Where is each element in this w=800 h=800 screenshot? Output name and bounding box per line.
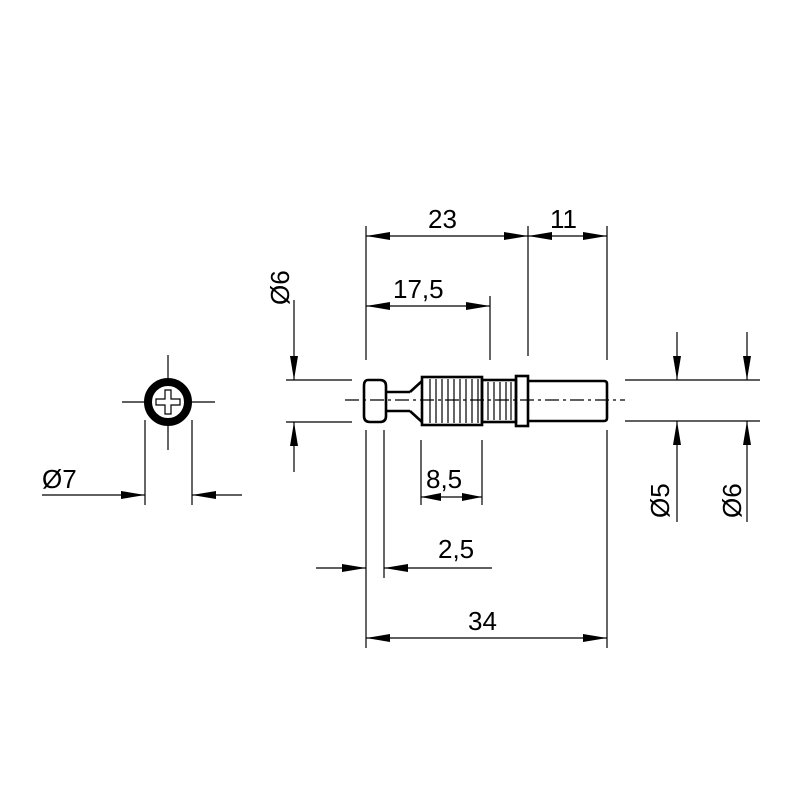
pin-head <box>362 378 388 424</box>
pin-knurl-body <box>420 375 484 427</box>
dia-head-label: Ø6 <box>265 270 295 305</box>
arrow-right-icon <box>583 232 607 240</box>
end-view-diameter-label: Ø7 <box>42 464 77 494</box>
dia-pin-outer-label: Ø6 <box>717 483 747 518</box>
arrow-down-icon <box>673 356 681 380</box>
arrow-down-icon <box>290 356 298 380</box>
dim-2-5-label: 2,5 <box>438 534 474 564</box>
pin-collar <box>514 374 530 428</box>
arrow-left-icon <box>384 564 408 572</box>
arrow-up-icon <box>743 421 751 445</box>
arrow-right-icon <box>342 564 366 572</box>
dim-23-label: 23 <box>428 204 457 234</box>
pin-knurl-2-lines <box>487 382 512 420</box>
arrow-left-icon <box>366 302 390 310</box>
pin-taper-bottom <box>409 410 423 423</box>
pin-knurl-lines <box>429 379 479 423</box>
pin-shaft <box>528 379 609 423</box>
arrow-right-icon <box>462 493 482 501</box>
pin-taper-top <box>409 380 423 393</box>
arrow-down-icon <box>743 356 751 380</box>
arrow-right-icon <box>466 302 490 310</box>
arrow-left-icon <box>528 232 552 240</box>
dim-34-label: 34 <box>468 606 497 636</box>
side-view: 23 11 17,5 8,5 2,5 34 Ø6 <box>265 204 760 648</box>
dim-11-label: 11 <box>550 204 577 234</box>
dim-17-5-label: 17,5 <box>393 274 444 304</box>
end-view: Ø7 <box>42 355 242 505</box>
arrow-left-icon <box>421 493 441 501</box>
end-view-ring <box>144 378 192 426</box>
arrow-left-icon <box>366 634 390 642</box>
arrow-up-icon <box>673 421 681 445</box>
phillips-cross-icon <box>155 389 181 415</box>
arrow-left-icon <box>366 232 390 240</box>
dia-pin-label: Ø5 <box>645 483 675 518</box>
arrow-right-icon <box>121 491 145 499</box>
arrow-up-icon <box>290 422 298 446</box>
dim-8-5-label: 8,5 <box>426 464 462 494</box>
connector-pin <box>362 374 609 428</box>
arrow-right-icon <box>504 232 528 240</box>
arrow-right-icon <box>583 634 607 642</box>
arrow-left-icon <box>192 491 216 499</box>
